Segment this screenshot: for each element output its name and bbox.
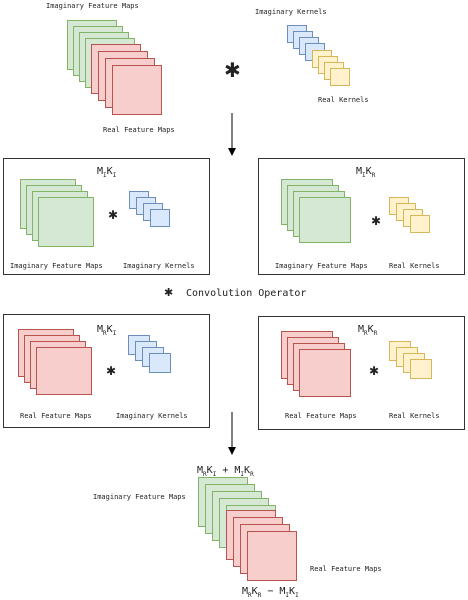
panel-mi-kr-formula: MIKR	[356, 166, 376, 179]
top-convolution-operator: ✱	[224, 58, 241, 82]
panel-mr-kr-operator: ✱	[369, 364, 380, 378]
panel-mi-kr-kernels-label: Real Kernels	[389, 262, 440, 270]
top-real-maps-label: Real Feature Maps	[103, 126, 175, 134]
y-layer	[410, 359, 432, 379]
panel-mi-kr: MIKR ✱ Imaginary Feature Maps Real Kerne…	[258, 158, 465, 275]
y-layer	[410, 215, 430, 233]
b-layer	[149, 353, 171, 373]
result-real-map-layer	[247, 531, 297, 581]
panel-mi-ki-operator: ✱	[108, 208, 119, 222]
panel-mr-kr-formula: MRKR	[358, 324, 378, 337]
real-kernel-layer	[330, 68, 350, 86]
top-imaginary-maps-label: Imaginary Feature Maps	[46, 2, 139, 10]
r-layer	[36, 347, 92, 395]
panel-mr-ki: MRKI ✱ Real Feature Maps Imaginary Kerne…	[3, 314, 210, 428]
result-real-formula: MRKI + MIKR	[197, 465, 254, 478]
real-feature-map-layer	[112, 65, 162, 115]
panel-mr-ki-maps-label: Real Feature Maps	[20, 412, 92, 420]
panel-mr-kr-kernels-label: Real Kernels	[389, 412, 440, 420]
panel-mi-kr-operator: ✱	[371, 214, 382, 228]
panel-mi-ki-kernels-label: Imaginary Kernels	[123, 262, 195, 270]
result-imag-formula: MRKR − MIKI	[242, 586, 299, 599]
g-layer	[38, 197, 94, 247]
arrow-down-2	[228, 412, 236, 455]
b-layer	[150, 209, 170, 227]
panel-mi-ki-formula: MIKI	[97, 166, 117, 179]
result-imaginary-maps-label: Imaginary Feature Maps	[93, 493, 186, 501]
result-real-maps-label: Real Feature Maps	[310, 565, 382, 573]
panel-mr-kr-maps-label: Real Feature Maps	[285, 412, 357, 420]
r-layer	[299, 349, 351, 397]
panel-mr-ki-kernels-label: Imaginary Kernels	[116, 412, 188, 420]
legend-operator-symbol: ✱	[164, 286, 174, 299]
top-imaginary-kernels-label: Imaginary Kernels	[255, 8, 327, 16]
legend-operator-text: Convolution Operator	[186, 288, 307, 299]
panel-mi-kr-maps-label: Imaginary Feature Maps	[275, 262, 368, 270]
arrow-down-1	[228, 113, 236, 156]
top-real-kernels-label: Real Kernels	[318, 96, 369, 104]
g-layer	[299, 197, 351, 243]
panel-mr-ki-formula: MRKI	[97, 324, 117, 337]
panel-mr-kr: MRKR ✱ Real Feature Maps Real Kernels	[258, 316, 465, 430]
panel-mi-ki: MIKI ✱ Imaginary Feature Maps Imaginary …	[3, 158, 210, 275]
panel-mr-ki-operator: ✱	[106, 364, 117, 378]
panel-mi-ki-maps-label: Imaginary Feature Maps	[10, 262, 103, 270]
